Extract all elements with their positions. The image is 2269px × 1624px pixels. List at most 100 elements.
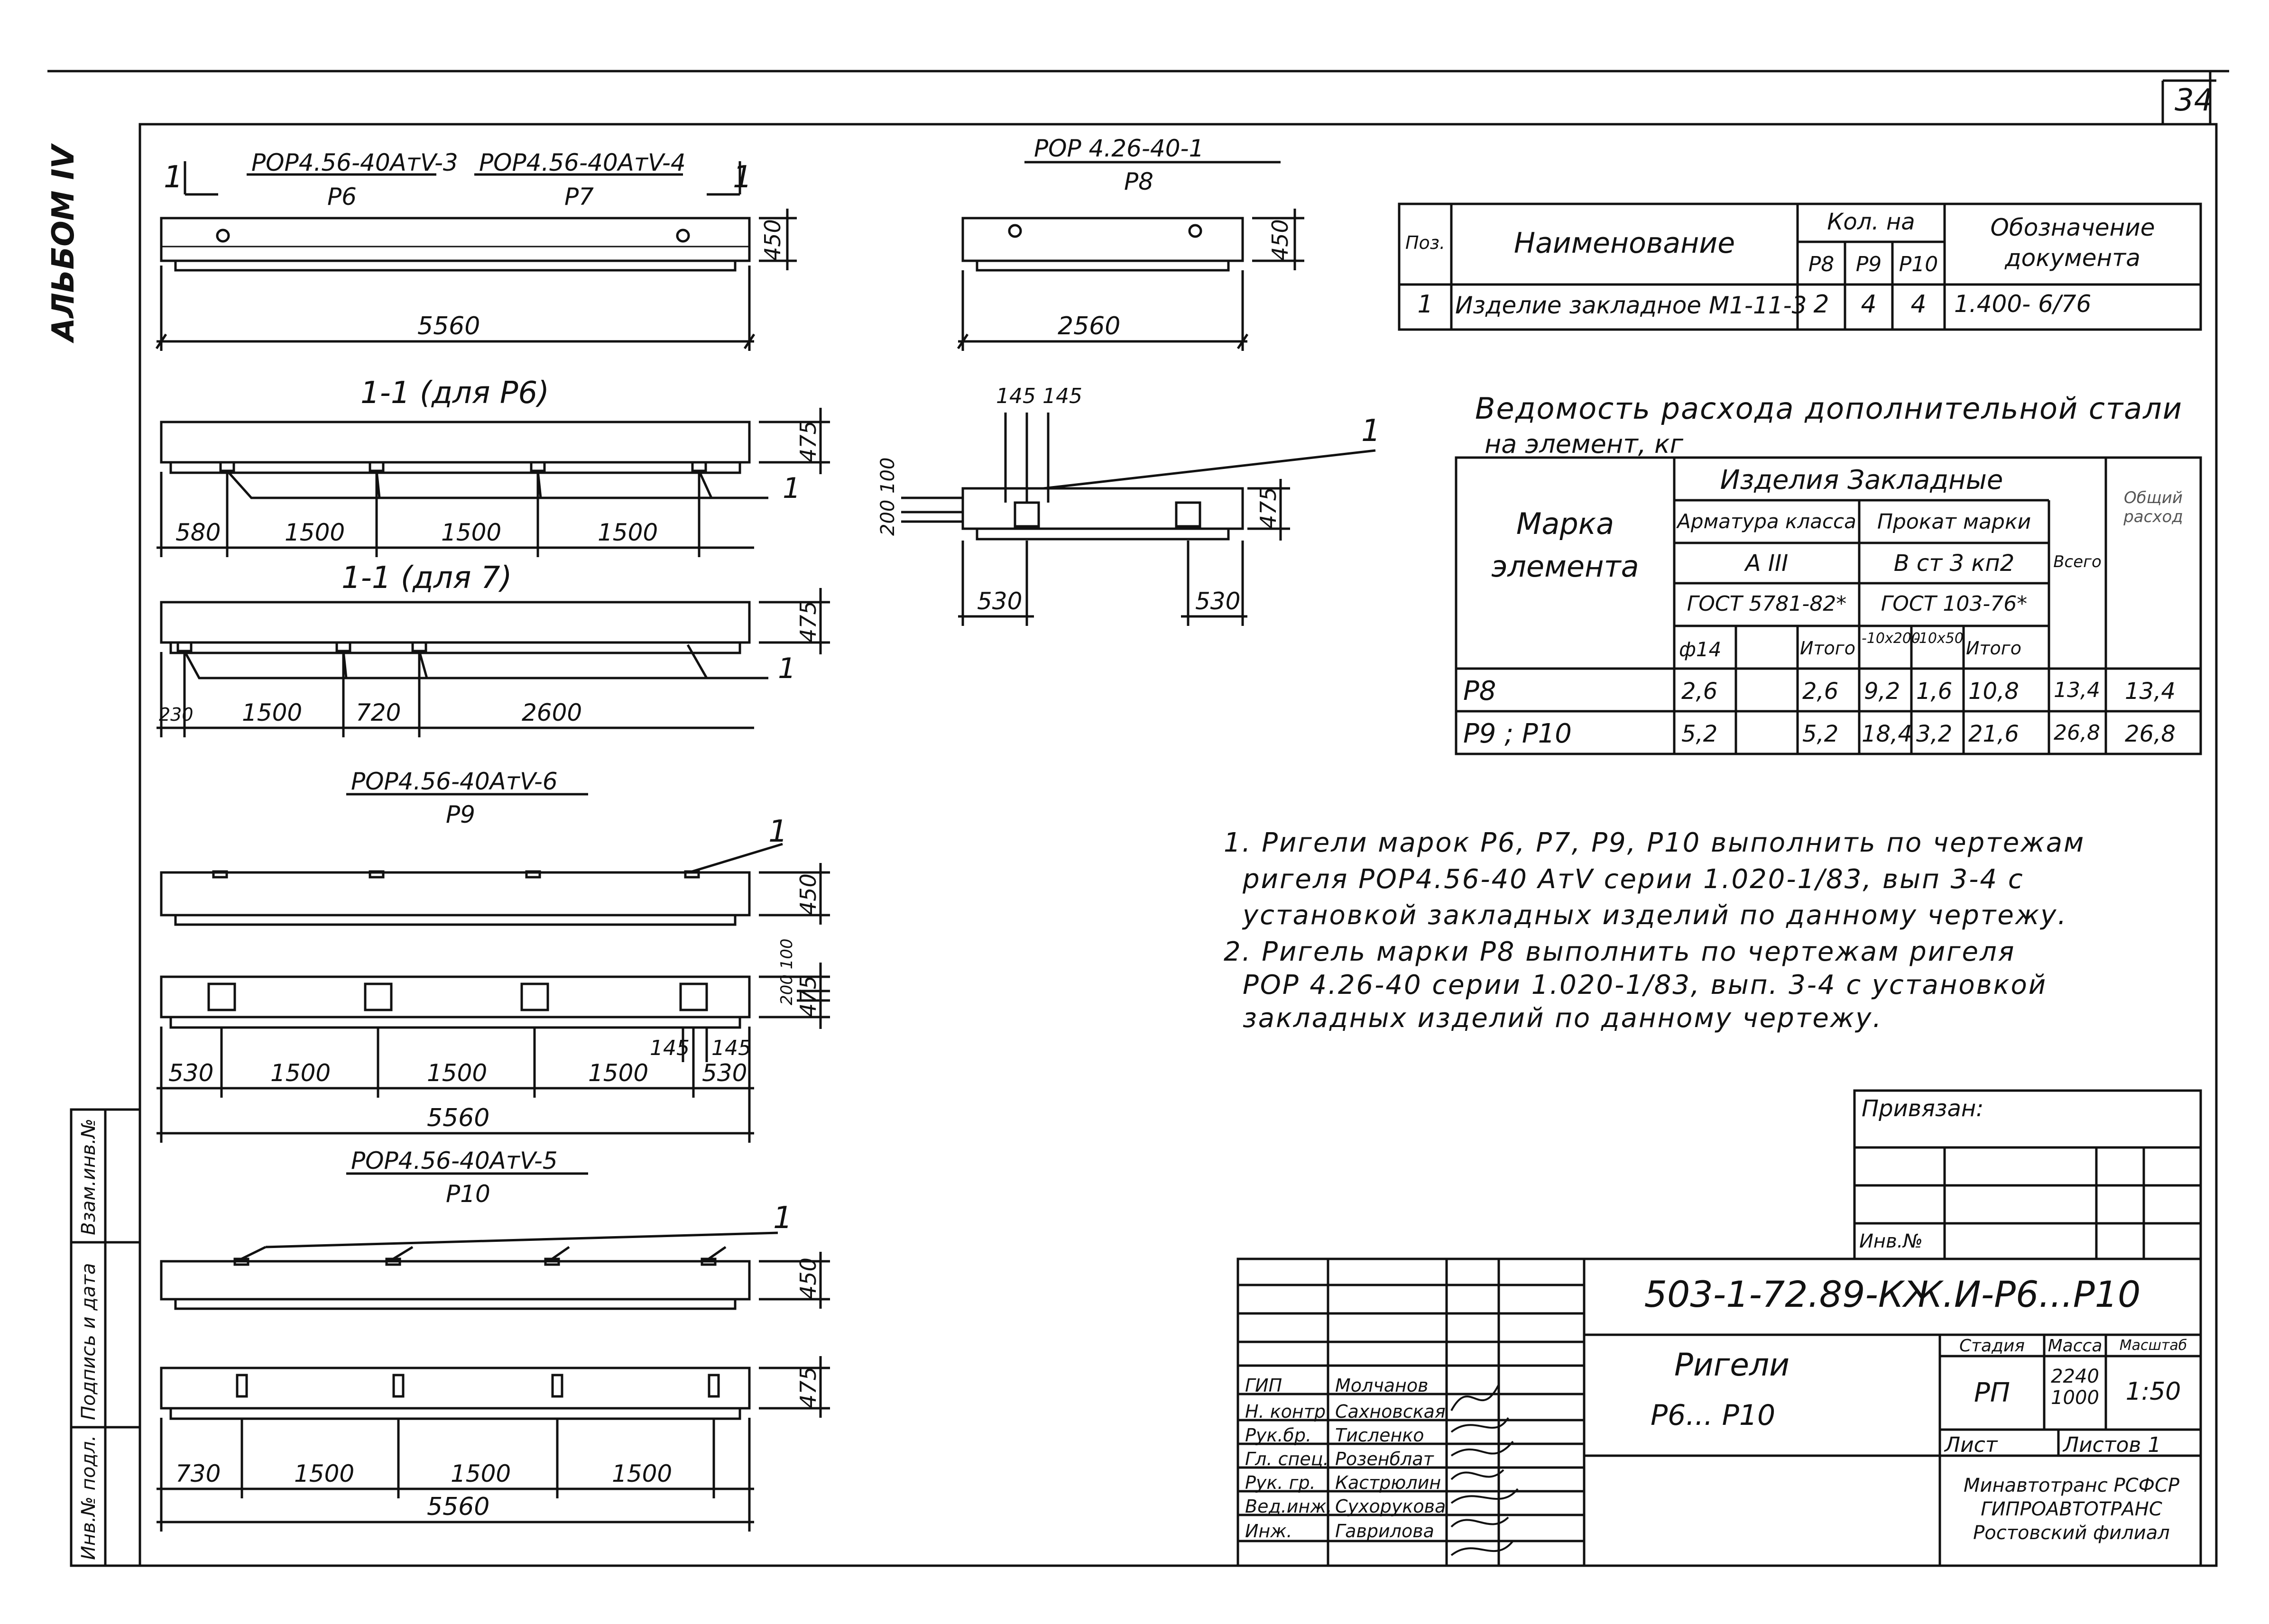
section-p7-height: 475 <box>795 601 821 642</box>
spec-row-qty: 2 <box>1813 290 1829 319</box>
steel-cell: 9,2 <box>1864 678 1900 705</box>
person: Розенблат <box>1335 1449 1435 1469</box>
section-p6-dim: 580 <box>175 519 221 546</box>
p9-mark: Р9 <box>446 801 475 828</box>
signatures <box>1450 1384 1519 1556</box>
p9-dim: 530 <box>168 1059 213 1087</box>
steel-header-rolled-grade: В ст 3 кп2 <box>1893 550 2015 577</box>
title-line-2: Р6... Р10 <box>1651 1399 1776 1432</box>
side-stamp-cell: Инв.№ подл. <box>78 1435 100 1560</box>
person: Гаврилова <box>1335 1521 1434 1541</box>
p9-height: 450 <box>795 873 821 915</box>
steel-title-1: Ведомость расхода дополнительной стали <box>1475 391 2183 426</box>
steel-cell: 21,6 <box>1968 721 2019 747</box>
spec-row-pos: 1 <box>1417 290 1433 319</box>
role: Инж. <box>1245 1521 1292 1541</box>
role: Рук. гр. <box>1245 1472 1316 1493</box>
doc-code: 503-1-72.89-КЖ.И-Р6...Р10 <box>1644 1273 2141 1315</box>
spec-table-frame <box>1398 202 2202 331</box>
p9-plan-height: 475 <box>795 975 821 1017</box>
mass-value-1: 2240 <box>2051 1366 2099 1387</box>
album-label: АЛЬБОМ IV <box>46 143 81 344</box>
stage-header: Стадия <box>1959 1336 2025 1356</box>
p8-height: 450 <box>1267 219 1293 261</box>
item-marker-detail: 1 <box>1361 413 1381 449</box>
main-length: 5560 <box>417 312 480 340</box>
p10-dim: 1500 <box>612 1460 672 1487</box>
item-marker-p10: 1 <box>773 1201 793 1236</box>
person: Тисленко <box>1335 1425 1424 1446</box>
p9-dim: 530 <box>702 1059 747 1087</box>
person: Молчанов <box>1335 1375 1429 1396</box>
p9-dim: 1500 <box>270 1059 331 1087</box>
detail-bottom-dim: 530 <box>977 587 1022 615</box>
steel-header-s2: -10х50 <box>1914 630 1964 647</box>
steel-cell: 13,4 <box>2125 678 2176 705</box>
main-height: 450 <box>760 219 785 261</box>
scale-header: Масштаб <box>2119 1337 2187 1354</box>
p10-dim: 730 <box>175 1460 221 1487</box>
item-marker-p6: 1 <box>783 472 801 505</box>
beam-p10-elevation <box>160 1260 751 1301</box>
note-line: РОР 4.26-40 серии 1.020-1/83, вып. 3-4 с… <box>1243 970 2048 1000</box>
mass-header: Масса <box>2048 1336 2103 1356</box>
steel-header-itogo: Итого <box>1800 638 1856 659</box>
steel-header-group: Изделия Закладные <box>1720 465 2003 495</box>
role: ГИП <box>1245 1375 1282 1396</box>
steel-header-rebar-gost: ГОСТ 5781-82* <box>1687 592 1847 616</box>
note-line: 1. Ригели марок Р6, Р7, Р9, Р10 выполнит… <box>1224 827 2085 858</box>
role: Рук.бр. <box>1245 1425 1311 1446</box>
mass-value-2: 1000 <box>2051 1387 2099 1409</box>
section-p6-dim: 1500 <box>441 519 501 546</box>
cut-label-right: 1 <box>733 160 752 195</box>
cut-label-left: 1 <box>164 160 183 195</box>
p9-dim: 1500 <box>588 1059 648 1087</box>
p10-label: РОР4.56-40АтV-5 <box>351 1147 558 1174</box>
p10-height: 450 <box>795 1257 821 1299</box>
section-p6-height: 475 <box>795 421 821 462</box>
title-line-1: Ригели <box>1674 1347 1790 1383</box>
section-p7-dim: 2600 <box>522 699 582 726</box>
spec-row-qty: 4 <box>1861 290 1877 319</box>
section-p7-dim: 1500 <box>242 699 302 726</box>
section-p6-dim: 1500 <box>285 519 345 546</box>
steel-cell: 1,6 <box>1916 678 1953 705</box>
p7-label: РОР4.56-40АтV-4 <box>479 149 686 176</box>
steel-header-mark: Марка элемента <box>1491 506 1639 584</box>
org-line-3: Ростовский филиал <box>1973 1522 2170 1544</box>
section-p7-dim: 230 <box>159 704 194 725</box>
p10-length: 5560 <box>427 1493 489 1521</box>
spec-qty-col: Р9 <box>1855 252 1882 276</box>
p9-insert-dim: 145 <box>650 1036 690 1060</box>
detail-left-dims: 200 100 <box>877 458 899 536</box>
inv-label: Инв.№ <box>1859 1230 1923 1252</box>
note-line: ригеля РОР4.56-40 АтV серии 1.020-1/83, … <box>1243 864 2024 895</box>
role: Гл. спец. <box>1245 1449 1329 1469</box>
steel-cell: 18,4 <box>1862 721 1912 747</box>
spec-row-doc: 1.400- 6/76 <box>1954 290 2092 318</box>
stage-value: РП <box>1974 1377 2010 1408</box>
role: Вед.инж. <box>1245 1496 1332 1517</box>
p8-length: 2560 <box>1058 312 1120 340</box>
note-line: 2. Ригель марки Р8 выполнить по чертежам… <box>1224 936 2016 967</box>
note-line: установкой закладных изделий по данному … <box>1243 900 2068 931</box>
item-marker-p9: 1 <box>768 814 788 849</box>
steel-header-rebar-class: А III <box>1745 550 1789 577</box>
scale-value: 1:50 <box>2125 1377 2181 1406</box>
steel-cell: 10,8 <box>1968 678 2019 705</box>
p6-mark: Р6 <box>327 183 357 211</box>
beam-p8-elevation <box>961 217 1244 262</box>
steel-row-mark: Р8 <box>1463 676 1496 706</box>
p10-mark: Р10 <box>446 1180 490 1208</box>
spec-qty-col: Р8 <box>1808 252 1835 276</box>
section-p6 <box>160 421 751 464</box>
org-line-2: ГИПРОАВТОТРАНС <box>1981 1498 2162 1520</box>
steel-cell: 13,4 <box>2054 678 2100 702</box>
section-p7 <box>160 601 751 644</box>
spec-header-doc: Обозначение документа <box>1990 214 2155 272</box>
section-p7-title: 1-1 (для 7) <box>341 560 512 596</box>
steel-cell: 5,2 <box>1802 721 1839 747</box>
steel-cell: 26,8 <box>2054 721 2100 745</box>
detail-height: 475 <box>1255 487 1281 529</box>
